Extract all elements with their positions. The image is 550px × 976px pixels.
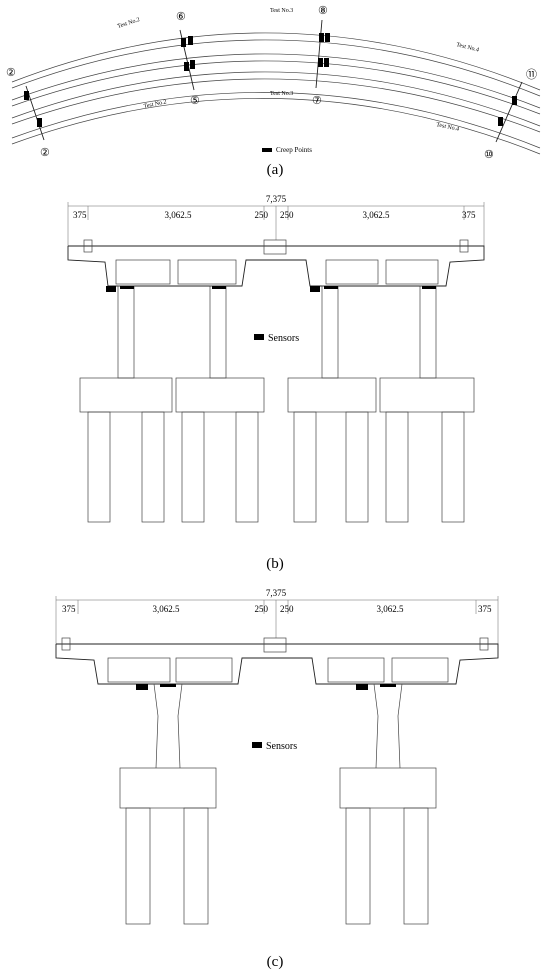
legend-swatch	[262, 148, 272, 152]
sensor	[160, 684, 176, 687]
piles	[125, 807, 429, 925]
dim-label: 3,062.5	[153, 604, 181, 614]
marker: ⑦	[312, 95, 322, 107]
dimension-labels: 375 3,062.5 250 250 3,062.5 375	[73, 210, 476, 220]
test-label: Test No.3	[270, 91, 293, 97]
creep-point	[24, 91, 29, 100]
legend-label: Sensors	[268, 333, 299, 344]
dimension-labels: 375 3,062.5 250 250 3,062.5 375	[62, 604, 492, 614]
creep-point	[512, 96, 517, 105]
test-labels: Test No.2 Test No.3 Test No.4 Test No.2 …	[117, 8, 480, 133]
marker: ⑤	[190, 95, 200, 107]
test-label: Test No.2	[143, 99, 167, 110]
deck	[55, 637, 499, 685]
sensors	[106, 286, 436, 292]
dim-label: 250	[255, 210, 269, 220]
test-label: Test No.3	[270, 8, 293, 14]
dim-label: 3,062.5	[363, 210, 391, 220]
dim-label: 375	[73, 210, 87, 220]
dimension-line	[67, 202, 485, 246]
test-label: Test No.4	[456, 42, 480, 53]
cross-section-c: 7,375 375 3,062.5 250 250 3,062.5 375 Se…	[55, 588, 499, 925]
caption-b: (b)	[266, 556, 284, 572]
sensor	[212, 286, 226, 289]
legend-swatch	[254, 334, 264, 340]
marker: ⑪	[526, 68, 537, 81]
caption-a: (a)	[266, 162, 284, 178]
creep-point	[498, 117, 503, 126]
dim-label: 375	[62, 604, 76, 614]
dim-label: 250	[280, 604, 294, 614]
dim-label: 375	[478, 604, 492, 614]
creep-point	[37, 118, 42, 127]
piers	[119, 683, 437, 809]
sensor	[422, 286, 436, 289]
piers	[79, 285, 475, 413]
dim-label: 250	[255, 604, 269, 614]
creep-points	[24, 33, 517, 127]
dim-label: 250	[280, 210, 294, 220]
marker: ②	[40, 147, 50, 159]
dim-label: 3,062.5	[165, 210, 193, 220]
creep-point	[188, 36, 193, 45]
creep-point	[324, 58, 329, 67]
test-label: Test No.2	[117, 17, 141, 30]
panel-b: 7,375 375 3,062.5 250 250 3,062.5 375	[0, 190, 550, 582]
creep-point	[318, 58, 323, 67]
legend-label: Sensors	[266, 741, 297, 752]
sensor	[106, 286, 116, 292]
caption-c: (c)	[266, 954, 284, 970]
sensor	[324, 286, 338, 289]
dimension-line	[55, 596, 499, 644]
sensor	[136, 684, 148, 690]
panel-a: Test No.2 Test No.3 Test No.4 Test No.2 …	[0, 0, 550, 185]
sensor	[310, 286, 320, 292]
total-width: 7,375	[266, 588, 287, 598]
marker: ②	[6, 67, 16, 79]
test-label: Test No.4	[436, 122, 460, 133]
sensor	[356, 684, 368, 690]
plan-view-diagram: Test No.2 Test No.3 Test No.4 Test No.2 …	[6, 5, 541, 161]
marker: ⑧	[318, 5, 328, 17]
creep-point	[181, 38, 186, 47]
creep-point	[319, 33, 324, 42]
sensor	[380, 684, 396, 687]
legend-swatch	[252, 742, 262, 748]
creep-point	[190, 60, 195, 69]
dim-label: 375	[462, 210, 476, 220]
circled-markers: ② ⑥ ⑧ ⑪ ② ⑤ ⑦ ⑩	[6, 5, 537, 161]
dim-label: 3,062.5	[377, 604, 405, 614]
creep-point	[325, 33, 330, 42]
sensor	[120, 286, 134, 289]
deck-curves	[11, 32, 541, 155]
total-width: 7,375	[266, 194, 287, 204]
cross-section-b: 7,375 375 3,062.5 250 250 3,062.5 375	[67, 194, 485, 523]
piles	[87, 411, 465, 523]
creep-point	[184, 62, 189, 71]
sensors	[136, 684, 396, 690]
panel-c: 7,375 375 3,062.5 250 250 3,062.5 375 Se…	[0, 584, 550, 976]
deck	[67, 239, 485, 287]
legend-label: Creep Points	[276, 146, 312, 154]
marker: ⑩	[484, 149, 494, 160]
marker: ⑥	[176, 11, 186, 23]
